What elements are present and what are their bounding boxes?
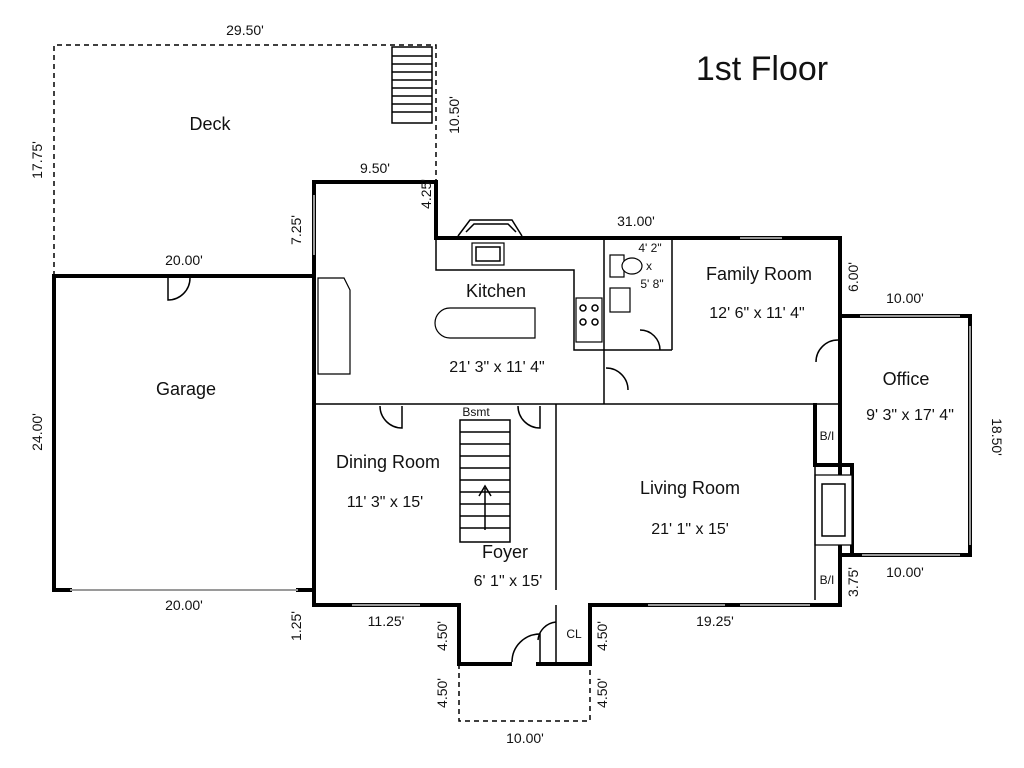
room-label-garage: Garage <box>156 379 216 399</box>
room-size-dining-room: 11' 3" x 15' <box>347 494 423 511</box>
dim-garage-offset: 1.25' <box>288 611 304 641</box>
bath-size-height: 5' 8" <box>640 277 663 291</box>
floor-title: 1st Floor <box>696 50 828 88</box>
dim-garage-depth: 24.00' <box>29 413 45 451</box>
dim-entry-left: 4.50' <box>434 621 450 651</box>
office-walls <box>813 314 972 557</box>
bath-size-width: 4' 2" <box>638 241 661 255</box>
dim-porch-right: 4.50' <box>594 678 610 708</box>
dim-stairs-depth: 10.50' <box>446 96 462 134</box>
dim-deck-depth: 17.75' <box>29 141 45 179</box>
room-label-family-room: Family Room <box>706 264 812 284</box>
room-size-foyer: 6' 1" x 15' <box>474 573 543 590</box>
basement-stairs <box>459 419 511 543</box>
dim-kitchen-bump-width: 9.50' <box>360 160 390 176</box>
dim-office-depth: 18.50' <box>989 418 1005 456</box>
room-label-kitchen: Kitchen <box>466 281 526 301</box>
dim-family-offset: 6.00' <box>845 262 861 292</box>
label-basement: Bsmt <box>462 405 490 419</box>
dim-garage-top: 20.00' <box>165 252 203 268</box>
dim-garage-bottom: 20.00' <box>165 597 203 613</box>
room-label-living-room: Living Room <box>640 478 740 498</box>
dim-rear-wall: 31.00' <box>617 213 655 229</box>
doors <box>167 277 839 663</box>
kitchen-fixtures <box>317 219 643 375</box>
porch-outline <box>458 664 591 722</box>
dim-office-offset: 3.75' <box>845 567 861 597</box>
label-built-in-top: B/I <box>820 429 835 443</box>
dim-notch-depth: 4.25' <box>418 179 434 209</box>
deck-outline <box>53 44 437 276</box>
dim-office-top: 10.00' <box>886 290 924 306</box>
dim-front-left: 11.25' <box>368 613 405 629</box>
bath-size-x: x <box>646 259 652 273</box>
dim-porch-left: 4.50' <box>434 678 450 708</box>
dim-kitchen-bump-depth: 7.25' <box>288 215 304 245</box>
room-size-kitchen: 21' 3" x 11' 4" <box>449 359 544 376</box>
room-size-living-room: 21' 1" x 15' <box>651 521 729 538</box>
dim-deck-width: 29.50' <box>226 22 264 38</box>
room-label-deck: Deck <box>189 114 231 134</box>
label-closet: CL <box>566 627 582 641</box>
label-built-in-bottom: B/I <box>820 573 835 587</box>
interior-walls <box>314 238 840 664</box>
room-size-office: 9' 3" x 17' 4" <box>866 407 954 424</box>
house-walls <box>312 180 842 666</box>
dim-office-bottom: 10.00' <box>886 564 924 580</box>
dim-front-right: 19.25' <box>696 613 734 629</box>
dim-entry-right: 4.50' <box>594 621 610 651</box>
room-label-dining-room: Dining Room <box>336 452 440 472</box>
dim-porch-width: 10.00' <box>506 730 544 746</box>
room-label-foyer: Foyer <box>482 542 528 562</box>
garage-walls <box>52 274 316 607</box>
room-size-family-room: 12' 6" x 11' 4" <box>709 305 804 322</box>
room-label-office: Office <box>883 369 930 389</box>
